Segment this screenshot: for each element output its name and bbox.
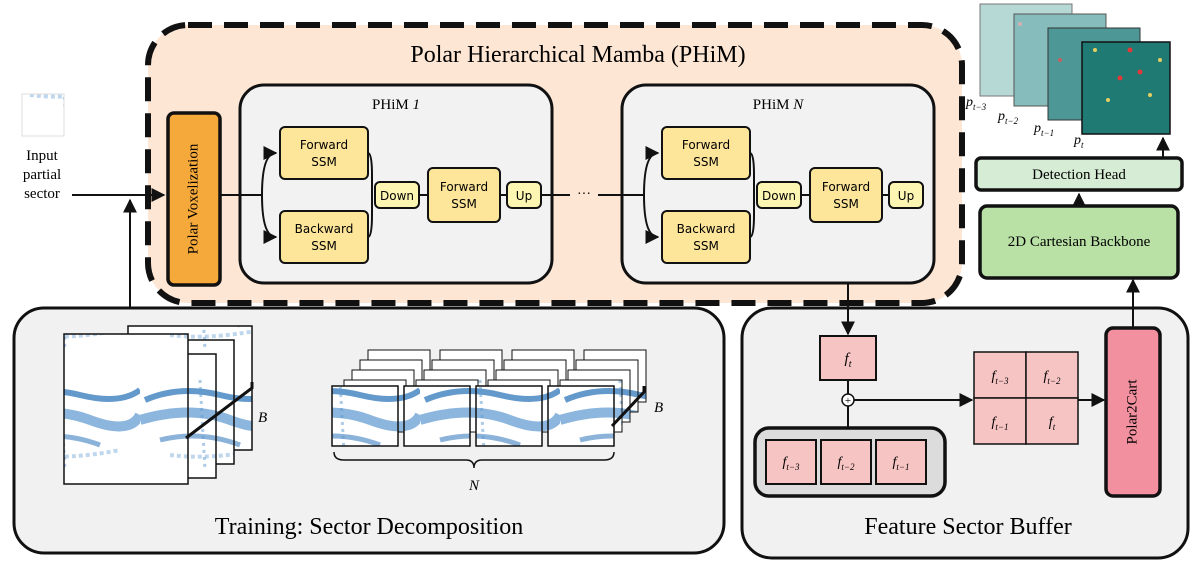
p-t2-label: pt−2 xyxy=(997,109,1019,126)
detection-head-block xyxy=(974,156,1184,192)
forward-ssm-nb-l2: SSM xyxy=(833,197,859,211)
buffer-f-t2 xyxy=(820,439,872,485)
backbone-label: 2D Cartesian Backbone xyxy=(1008,234,1151,250)
forward-ssm-1 xyxy=(279,126,369,180)
grid-f-t: ft xyxy=(1049,415,1056,432)
forward-ssm-1b xyxy=(427,167,501,223)
feature-grid: ft−3 ft−2 ft−1 ft xyxy=(973,351,1079,445)
p-t3-label: pt−3 xyxy=(965,95,987,112)
forward-ssm-n-l2: SSM xyxy=(693,155,719,169)
up-n-label: Up xyxy=(898,189,914,203)
ft-label: ft xyxy=(845,351,852,370)
plus-sign: + xyxy=(845,395,851,407)
backward-ssm-n-l2: SSM xyxy=(693,239,719,253)
forward-ssm-nb xyxy=(809,167,883,223)
input-label-3: sector xyxy=(24,186,60,202)
b-label-1: B xyxy=(258,410,267,426)
phim-title: Polar Hierarchical Mamba (PHiM) xyxy=(410,42,745,68)
down-1-label: Down xyxy=(380,189,414,203)
phim-block-n-title: PHiM N xyxy=(753,97,804,113)
svg-text:ft−1: ft−1 xyxy=(893,455,910,472)
n-brace xyxy=(333,451,615,469)
phim-block-1-title: PHiM 1 xyxy=(372,97,420,113)
training-title: Training: Sector Decomposition xyxy=(215,514,523,540)
input-sector-image xyxy=(21,93,65,137)
forward-ssm-1-l1: Forward xyxy=(300,138,348,152)
grid-f-t2: ft−2 xyxy=(1044,369,1061,386)
prediction-maps xyxy=(979,3,1171,135)
polar-voxelization-block xyxy=(166,111,222,287)
training-frame-stack xyxy=(63,333,189,485)
forward-ssm-nb-l1: Forward xyxy=(822,180,870,194)
grid-f-t1: ft−1 xyxy=(992,415,1009,432)
forward-ssm-1b-l2: SSM xyxy=(451,197,477,211)
svg-text:ft−2: ft−2 xyxy=(838,455,855,472)
input-label-2: partial xyxy=(23,167,61,183)
up-1-label: Up xyxy=(516,189,532,203)
forward-ssm-1b-l1: Forward xyxy=(440,180,488,194)
backward-ssm-1-l2: SSM xyxy=(311,239,337,253)
n-label: N xyxy=(468,478,480,494)
backward-ssm-1 xyxy=(279,210,369,264)
polar-voxelization-label: Polar Voxelization xyxy=(185,143,201,254)
input-label-1: Input xyxy=(26,148,58,164)
buffer-f-t1 xyxy=(875,439,927,485)
backward-ssm-1-l1: Backward xyxy=(295,222,354,236)
forward-ssm-n-l1: Forward xyxy=(682,138,730,152)
grid-f-t3: ft−3 xyxy=(992,369,1009,386)
p-t-label: pt xyxy=(1073,133,1084,150)
polar2cart-label: Polar2Cart xyxy=(1124,379,1140,445)
down-n-label: Down xyxy=(762,189,796,203)
p-t1-label: pt−1 xyxy=(1033,121,1054,138)
svg-text:ft−3: ft−3 xyxy=(783,455,800,472)
forward-ssm-n xyxy=(661,126,751,180)
buffer-title: Feature Sector Buffer xyxy=(864,514,1071,540)
buffer-f-t3 xyxy=(765,439,817,485)
phim-ellipsis: ··· xyxy=(577,187,591,202)
forward-ssm-1-l2: SSM xyxy=(311,155,337,169)
backward-ssm-n xyxy=(661,210,751,264)
detection-head-label: Detection Head xyxy=(1032,167,1126,183)
sector-grid xyxy=(331,349,647,447)
backward-ssm-n-l1: Backward xyxy=(677,222,736,236)
b-label-2: B xyxy=(654,400,663,416)
